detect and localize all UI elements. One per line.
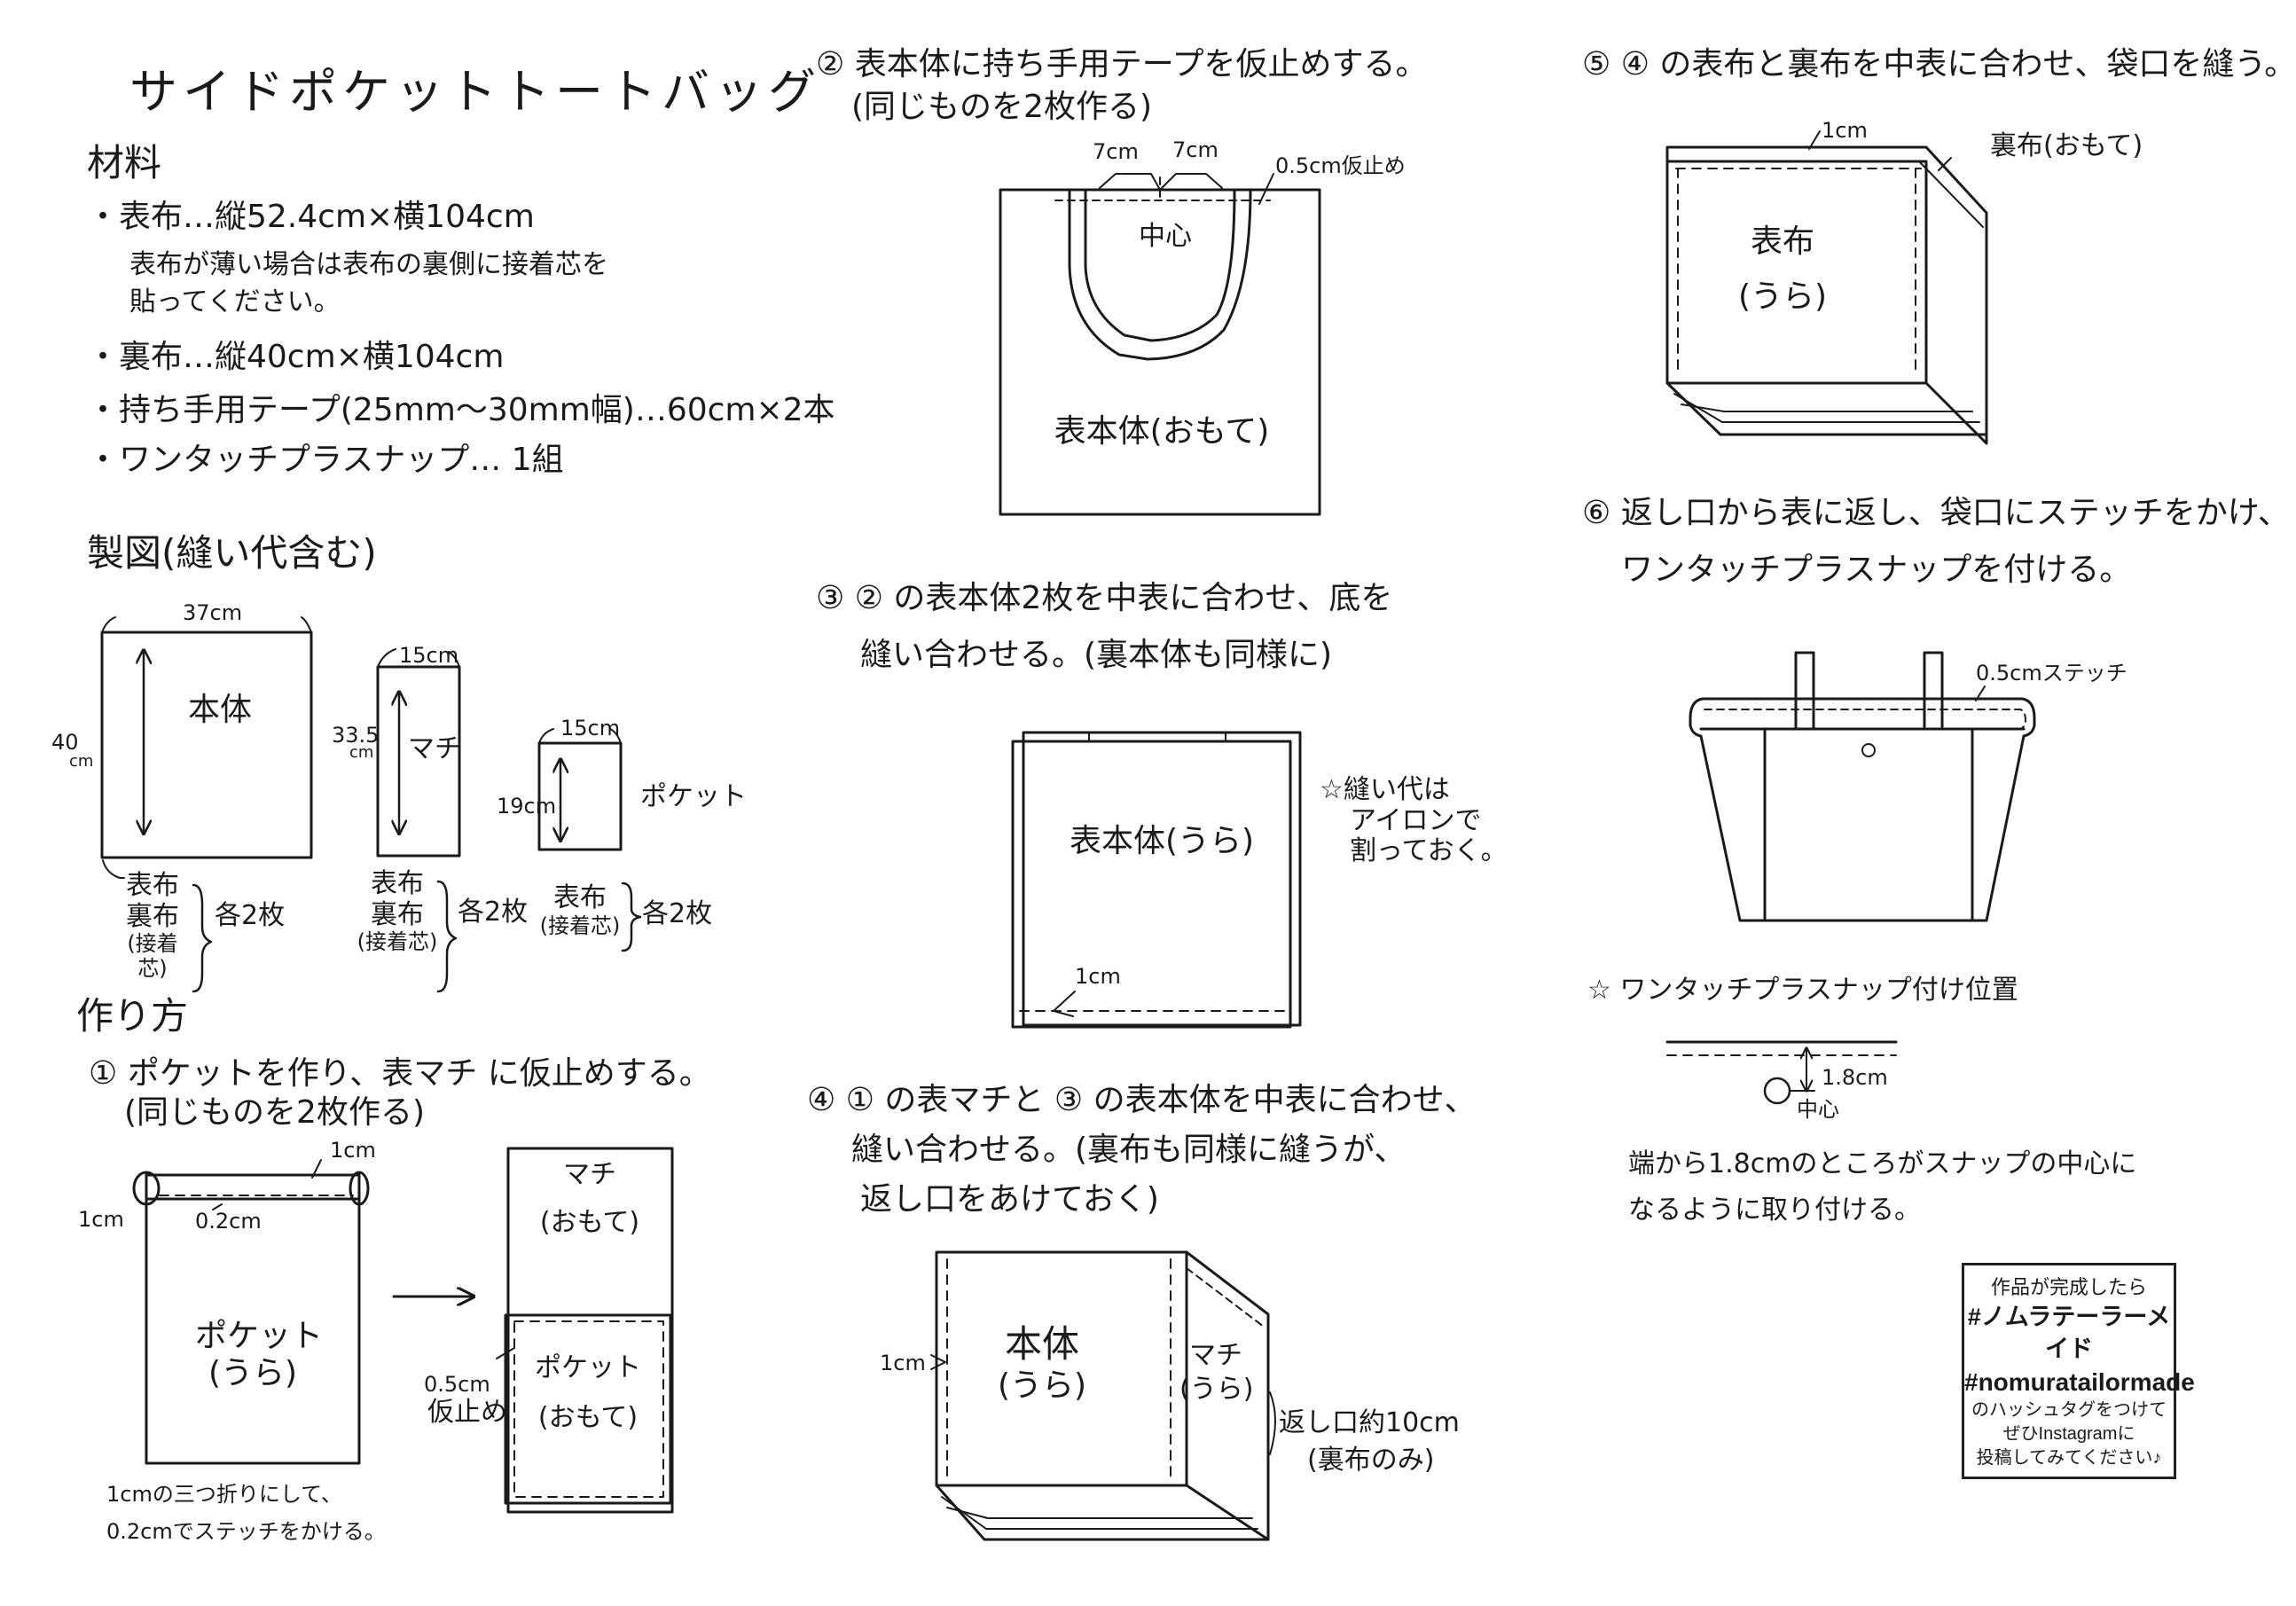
- step1-pocket2-side: (おもて): [537, 1402, 639, 1433]
- step6-bag-figure: [1689, 651, 2036, 922]
- step4-text: ④ ① の表マチと ③ の表本体を中表に合わせ、: [807, 1082, 1477, 1118]
- brace-gusset: [436, 880, 458, 993]
- step4-opening-note: (裏布のみ): [1307, 1445, 1435, 1476]
- step2-text: ② 表本体に持ち手用テープを仮止めする。: [816, 46, 1428, 82]
- step5-seam: 1cm: [1822, 118, 1868, 143]
- pocket-qty: 各2枚: [642, 898, 713, 929]
- step1-cm-left: 1cm: [78, 1207, 124, 1232]
- promo-line: 作品が完成したら: [1990, 1276, 2147, 1298]
- snap-center: 中心: [1797, 1097, 1839, 1122]
- pocket-height-label: 19cm: [497, 794, 557, 819]
- step4-gusset: マチ: [1189, 1340, 1242, 1371]
- material-item: ・裏布…縦40cm×横104cm: [87, 339, 505, 375]
- step5-bag-figure: [1665, 130, 1988, 445]
- step4-gusset-side: (うら): [1179, 1374, 1254, 1405]
- snap-position-figure: [1665, 1040, 1898, 1105]
- step1-note: 1cmの三つ折りにして、: [106, 1482, 342, 1507]
- pattern-gusset-piece: [376, 648, 461, 858]
- pocket-fabric-list: 表布 (接着芯): [539, 882, 621, 938]
- snap-note: 端から1.8cmのところがスナップの中心に: [1628, 1148, 2137, 1179]
- step4-body: 本体: [1004, 1322, 1079, 1366]
- pocket-label: ポケット: [640, 781, 747, 812]
- promo-line: 投稿してみてください♪: [1976, 1448, 2162, 1469]
- gusset-height-unit: cm: [349, 743, 374, 762]
- material-item: ・表布…縦52.4cm×横104cm: [87, 199, 535, 235]
- step3-seam: 1cm: [1075, 964, 1121, 989]
- step4-body-side: (うら): [997, 1367, 1087, 1404]
- step2-center: 中心: [1139, 221, 1192, 252]
- promo-hashtag: #ノムラテーラーメイド: [1967, 1303, 2171, 1363]
- step4-seam: 1cm: [880, 1351, 926, 1375]
- material-item: ・持ち手用テープ(25mm〜30mm幅)…60cm×2本: [87, 392, 835, 428]
- material-item: ・ワンタッチプラスナップ… 1組: [87, 442, 564, 478]
- step1-cm-top: 1cm: [330, 1138, 376, 1163]
- step1-subtext: (同じものを2枚作る): [124, 1094, 425, 1131]
- step2-tack: 0.5cm仮止め: [1275, 153, 1406, 178]
- material-item: 表布が薄い場合は表布の裏側に接着芯を: [129, 249, 608, 280]
- step5-text: ⑤ ④ の表布と裏布を中表に合わせ、袋口を縫う。: [1582, 46, 2296, 82]
- step5-lining: 裏布(おもて): [1990, 130, 2143, 161]
- step1-pocket-label: ポケット: [195, 1318, 324, 1354]
- step2-subtext: (同じものを2枚作る): [851, 89, 1152, 125]
- brace-pocket: [621, 881, 642, 952]
- body-qty: 各2枚: [215, 900, 286, 931]
- pattern-heading: 製図(縫い代含む): [87, 531, 377, 575]
- promo-hashtag: #nomuratailormade: [1964, 1367, 2195, 1396]
- step6-subtext: ワンタッチプラスナップを付ける。: [1621, 552, 2132, 588]
- body-width-label: 37cm: [183, 600, 243, 625]
- body-label: 本体: [188, 692, 253, 728]
- step1-note: 0.2cmでステッチをかける。: [106, 1519, 386, 1544]
- step2-body: 表本体(おもて): [1054, 413, 1270, 450]
- step1-gusset-side: (おもて): [539, 1207, 640, 1238]
- step2-body-figure: [999, 173, 1321, 516]
- materials-heading: 材料: [87, 141, 162, 184]
- step2-d2: 7cm: [1172, 137, 1219, 162]
- gusset-height-label: 33.5: [332, 723, 380, 748]
- step1-gusset-figure: [496, 1147, 674, 1514]
- step1-pocket-side: (うら): [208, 1355, 298, 1391]
- step4-subtext: 返し口をあけておく): [860, 1181, 1159, 1218]
- page-title: サイドポケットトートバッグ: [129, 64, 821, 120]
- pattern-body-piece: [100, 616, 313, 879]
- step1-tack: 0.5cm: [424, 1372, 490, 1397]
- step4-bag-figure: [930, 1250, 1276, 1541]
- step5-outer-side: (うら): [1737, 278, 1828, 315]
- body-height-label: 40: [51, 730, 79, 755]
- snap-heading: ☆ ワンタッチプラスナップ付け位置: [1587, 975, 2018, 1006]
- step4-opening: 返し口約10cm: [1279, 1407, 1460, 1438]
- snap-note: なるように取り付ける。: [1628, 1195, 1921, 1226]
- gusset-fabric-list: 表布 裏布 (接着芯): [357, 868, 438, 954]
- step3-note: ☆縫い代は アイロンで 割っておく。: [1320, 774, 1508, 866]
- material-item: 貼ってください。: [129, 286, 341, 317]
- body-height-unit: cm: [69, 752, 94, 771]
- step4-subtext: 縫い合わせる。(裏布も同様に縫うが、: [851, 1132, 1407, 1168]
- step1-gusset-label: マチ: [563, 1159, 616, 1190]
- step3-body-figure: [1011, 731, 1302, 1029]
- gusset-width-label: 15cm: [399, 643, 459, 668]
- promo-line: のハッシュタグをつけて: [1971, 1400, 2167, 1421]
- snap-dist: 1.8cm: [1822, 1065, 1888, 1090]
- promo-line: ぜひInstagramに: [2002, 1424, 2135, 1445]
- brace-body: [192, 883, 213, 993]
- step1-tack2: 仮止め: [427, 1397, 507, 1428]
- step3-subtext: 縫い合わせる。(裏本体も同様に): [860, 637, 1333, 673]
- step5-outer: 表布: [1750, 223, 1814, 260]
- step3-text: ③ ② の表本体2枚を中表に合わせ、底を: [816, 580, 1393, 616]
- pocket-width-label: 15cm: [560, 716, 621, 740]
- hashtag-promo-box: 作品が完成したら #ノムラテーラーメイド #nomuratailormade の…: [1962, 1263, 2195, 1479]
- step2-d1: 7cm: [1093, 139, 1139, 164]
- step6-text: ⑥ 返し口から表に返し、袋口にステッチをかけ、: [1582, 495, 2290, 531]
- step6-stitch: 0.5cmステッチ: [1976, 661, 2128, 685]
- step1-pocket2-label: ポケット: [535, 1352, 641, 1383]
- step1-stitch: 0.2cm: [195, 1209, 262, 1234]
- howto-heading: 作り方: [76, 994, 189, 1038]
- gusset-label: マチ: [408, 733, 461, 764]
- pattern-pocket-piece: [537, 728, 623, 851]
- step3-body: 表本体(うら): [1069, 823, 1255, 859]
- step1-pocket-figure: [132, 1159, 370, 1465]
- gusset-qty: 各2枚: [458, 897, 529, 928]
- step1-text: ① ポケットを作り、表マチ に仮止めする。: [89, 1055, 711, 1092]
- body-fabric-list: 表布 裏布 (接着芯): [126, 870, 179, 981]
